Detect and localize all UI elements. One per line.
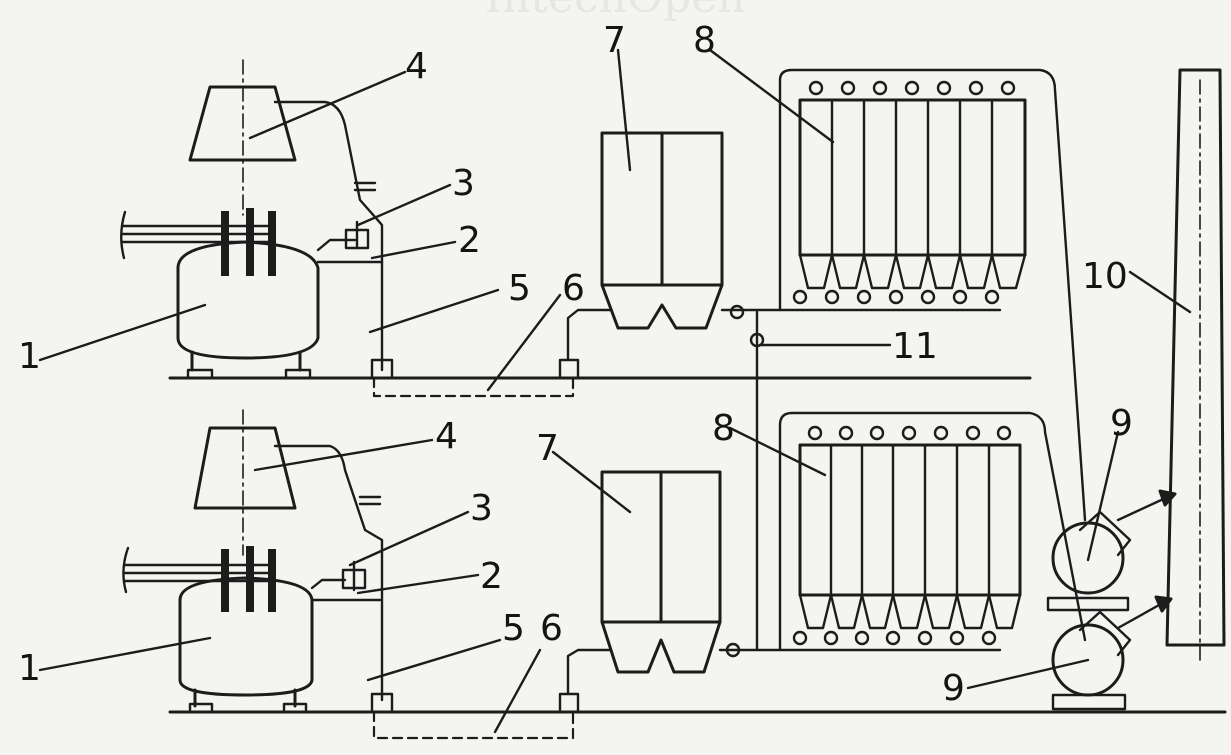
baghouse-top-valves-upper <box>808 80 1016 96</box>
baghouse-header-upper <box>778 68 1087 522</box>
baghouse-hoppers-upper <box>798 253 1027 290</box>
baghouse-body-lower <box>798 443 1022 597</box>
arrowhead-upper <box>1158 489 1177 507</box>
label-5-upper: 5 <box>508 268 531 309</box>
label-10: 10 <box>1082 256 1128 297</box>
fan-lower <box>1051 610 1132 711</box>
bypass-valve-upper <box>729 304 745 320</box>
cooler-inlet-pipe-upper <box>566 308 612 362</box>
baghouse-bottom-valves-lower <box>792 630 997 646</box>
cooler-outlet-valve-lower <box>725 642 741 658</box>
label-1-lower: 1 <box>18 648 41 689</box>
cooler-hoppers-upper <box>600 283 724 330</box>
label-8-lower: 8 <box>712 408 735 449</box>
busbar-cut-upper <box>120 210 127 260</box>
label-6-lower: 6 <box>540 608 563 649</box>
hood-lower <box>193 426 297 510</box>
number-labels: 1 1 2 2 3 3 4 4 5 5 6 6 7 7 8 8 9 9 10 1… <box>18 20 1133 709</box>
label-7-lower: 7 <box>536 428 559 469</box>
label-6-upper: 6 <box>562 268 585 309</box>
label-3-lower: 3 <box>470 488 493 529</box>
hood-duct-upper <box>273 100 384 372</box>
label-5-lower: 5 <box>502 608 525 649</box>
label-9-upper: 9 <box>1110 403 1133 444</box>
leader-lines <box>38 48 1192 734</box>
bypass-valve-mid <box>749 332 765 348</box>
label-11: 11 <box>892 326 938 367</box>
hood-upper <box>188 85 297 162</box>
cooler-inlet-box-lower <box>558 692 580 714</box>
riser-box-lower <box>370 692 394 714</box>
furnace-upper <box>176 240 320 360</box>
busbar-cut-lower <box>122 546 130 594</box>
label-7-upper: 7 <box>603 20 626 61</box>
furnace-foot-lower-r <box>282 702 308 714</box>
label-2-upper: 2 <box>458 220 481 261</box>
underground-duct-upper <box>372 376 575 398</box>
label-9-lower: 9 <box>942 668 965 709</box>
cooler-inlet-pipe-lower <box>566 648 612 696</box>
label-8-upper: 8 <box>693 20 716 61</box>
upper-line <box>120 59 1087 652</box>
stack <box>1165 68 1226 647</box>
baghouse-lower <box>778 411 1087 652</box>
riser-box-upper <box>370 358 394 380</box>
elbow-duct-lower <box>310 578 382 602</box>
baghouse-bottom-valves-upper <box>792 289 1000 305</box>
cooler-hoppers-lower <box>600 620 722 674</box>
baghouse-upper <box>778 68 1087 522</box>
label-4-upper: 4 <box>405 46 428 87</box>
cooler-inlet-box-upper <box>558 358 580 380</box>
lower-line <box>122 409 1227 740</box>
baghouse-body-upper <box>798 98 1027 257</box>
baghouse-hoppers-lower <box>798 593 1022 630</box>
hood-duct-lower <box>273 444 384 702</box>
label-1-upper: 1 <box>18 336 41 377</box>
fan-upper <box>1046 510 1132 612</box>
label-4-lower: 4 <box>435 416 458 457</box>
underground-duct-lower <box>372 710 575 740</box>
furnace-foot-lower-l <box>188 702 214 714</box>
baghouse-top-valves-lower <box>807 425 1012 441</box>
furnace-foot-upper-l <box>186 368 214 380</box>
baghouse-header-lower <box>778 411 1087 652</box>
furnace-foot-upper-r <box>284 368 312 380</box>
label-3-upper: 3 <box>452 163 475 204</box>
label-2-lower: 2 <box>480 556 503 597</box>
header-band-text: IntechOpen <box>484 0 745 23</box>
